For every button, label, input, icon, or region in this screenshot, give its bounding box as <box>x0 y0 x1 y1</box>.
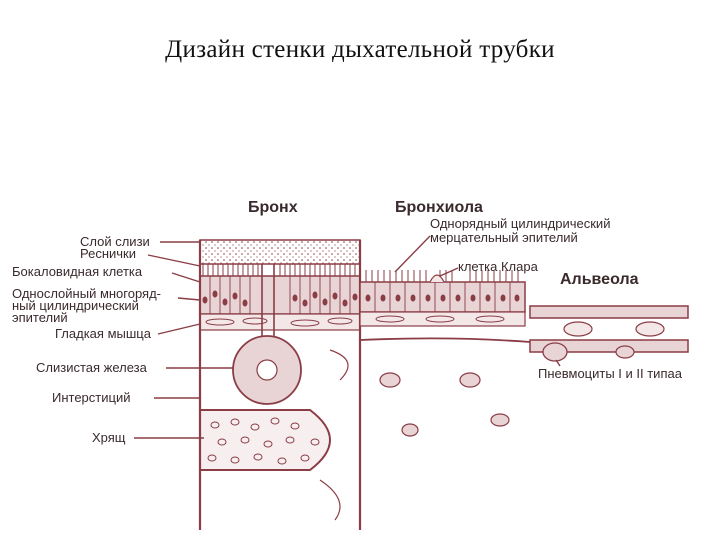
leader-smooth-muscle <box>157 323 201 335</box>
bronchiole-muscle-fibers <box>375 315 505 323</box>
bronchiole-heading: Бронхиола <box>395 199 483 216</box>
label-goblet-cell: Бокаловидная клетка <box>12 264 143 279</box>
label-epithelium-1: Однослойный многоряд- <box>12 286 161 301</box>
mucus-layer <box>199 239 361 265</box>
alveolar-capillaries <box>563 321 665 337</box>
bronchus-heading: Бронх <box>248 199 298 216</box>
page-title: Дизайн стенки дыхательной трубки <box>165 36 555 63</box>
epithelial-nuclei <box>202 290 358 307</box>
bronchiole-interstitial-cells <box>379 372 510 437</box>
alveolar-wall-bottom <box>529 339 689 353</box>
epithelial-cells <box>209 276 351 314</box>
muscle-fibers <box>205 317 353 327</box>
alveolar-wall-top <box>529 305 689 319</box>
bronchiole-section <box>359 270 531 437</box>
leader-ciliated-epithelium <box>394 235 431 273</box>
leader-epithelium <box>177 297 201 301</box>
alveolus-section <box>529 305 689 362</box>
label-mucus-layer: Слой слизи <box>80 234 150 249</box>
label-cilia: Реснички <box>80 246 136 261</box>
bronchiole-outer-wall <box>359 337 531 343</box>
gland-lumen <box>256 359 278 381</box>
bronchus-cilia <box>202 264 356 276</box>
leader-pneumocytes <box>555 359 561 367</box>
label-pneumocytes: Пневмоциты I и II типаа <box>538 366 683 381</box>
bronchiole-cells <box>374 282 511 312</box>
bronchiole-cilia <box>365 270 519 282</box>
bronchus-section <box>198 239 362 530</box>
label-mucous-gland: Слизистая железа <box>36 360 148 375</box>
interstitial-vessels <box>319 349 349 521</box>
clara-cell <box>429 274 445 283</box>
pneumocyte-type-i <box>615 345 635 359</box>
label-clara-cell: клетка Клара <box>458 259 539 274</box>
leader-clara <box>439 267 459 277</box>
leader-goblet <box>171 272 201 283</box>
pneumocyte-type-ii <box>542 342 568 362</box>
label-smooth-muscle: Гладкая мышца <box>55 326 152 341</box>
chondrocytes <box>207 417 320 465</box>
label-ciliated-epithelium-2: мерцательный эпителий <box>430 230 578 245</box>
bronchiole-nuclei <box>365 294 520 302</box>
label-epithelium-3: эпителий <box>12 310 68 325</box>
label-ciliated-epithelium-1: Однорядный цилиндрический <box>430 216 610 231</box>
label-cartilage: Хрящ <box>92 430 126 445</box>
label-interstitium: Интерстиций <box>52 390 130 405</box>
label-epithelium-2: ный цилиндрический <box>12 298 139 313</box>
leader-cilia <box>147 254 201 267</box>
bronchus-smooth-muscle <box>199 313 361 331</box>
bronchiole-smooth-muscle <box>359 311 526 327</box>
alveolus-heading: Альвеола <box>560 271 639 288</box>
